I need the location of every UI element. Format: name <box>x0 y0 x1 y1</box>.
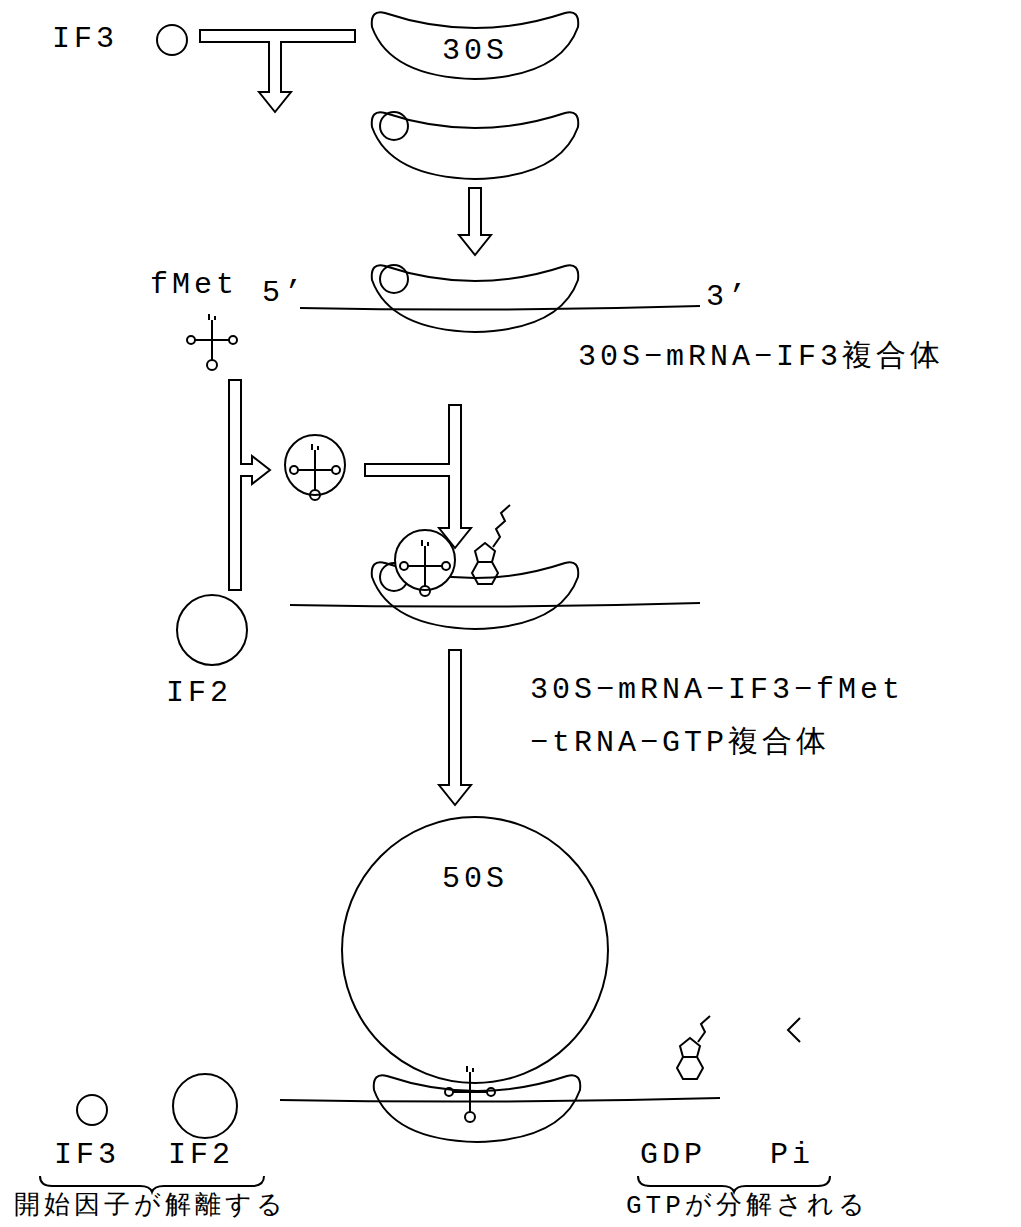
trna-symbol <box>400 540 450 596</box>
if2-circle <box>177 595 247 665</box>
down-arrow <box>459 188 491 255</box>
mrna-line <box>280 1098 720 1102</box>
ribosome-30s: 30S <box>370 5 580 80</box>
bracket <box>638 1176 830 1192</box>
label: IF2 <box>166 676 232 711</box>
gdp-symbol <box>677 1016 710 1079</box>
join-arrow <box>365 405 471 548</box>
mrna-line <box>300 306 700 310</box>
label: 30S−mRNA−IF3複合体 <box>578 340 944 375</box>
if3-circle <box>380 112 408 140</box>
trna-symbol <box>290 444 340 500</box>
label: GTPが分解される <box>626 1192 869 1222</box>
bracket <box>40 1176 264 1192</box>
ribosome-30s <box>372 112 578 179</box>
ribosome-50s-outline <box>340 815 610 1085</box>
join-arrow <box>229 380 270 590</box>
if2-circle <box>173 1074 237 1138</box>
label: 開始因子が解離する <box>14 1192 287 1222</box>
ribosome-30s <box>374 1075 580 1142</box>
if3-circle <box>157 25 187 55</box>
mrna-line <box>290 603 700 607</box>
ribosome-30s <box>372 265 578 332</box>
label: IF2 <box>168 1138 234 1173</box>
trna-symbol <box>445 1066 495 1122</box>
node-label: 30S <box>370 35 580 68</box>
gtp-symbol <box>472 505 510 584</box>
if3-circle <box>380 265 408 293</box>
label: 5’ <box>262 276 306 311</box>
label: IF3 <box>52 22 118 57</box>
ribosome-50s: 50S <box>340 815 610 1085</box>
join-arrow <box>200 30 355 112</box>
if3-circle <box>77 1095 107 1125</box>
label: Pi <box>770 1138 814 1173</box>
circle-outline <box>342 817 608 1083</box>
label: 3’ <box>706 280 750 315</box>
trna-symbol <box>187 314 237 370</box>
phosphate-symbol <box>788 1018 800 1042</box>
node-label: 50S <box>340 863 610 896</box>
down-arrow <box>439 650 471 805</box>
label: IF3 <box>54 1138 120 1173</box>
label: fMet <box>150 268 238 303</box>
label: GDP <box>640 1138 706 1173</box>
label: 30S−mRNA−IF3−fMet −tRNA−GTP複合体 <box>530 664 960 769</box>
